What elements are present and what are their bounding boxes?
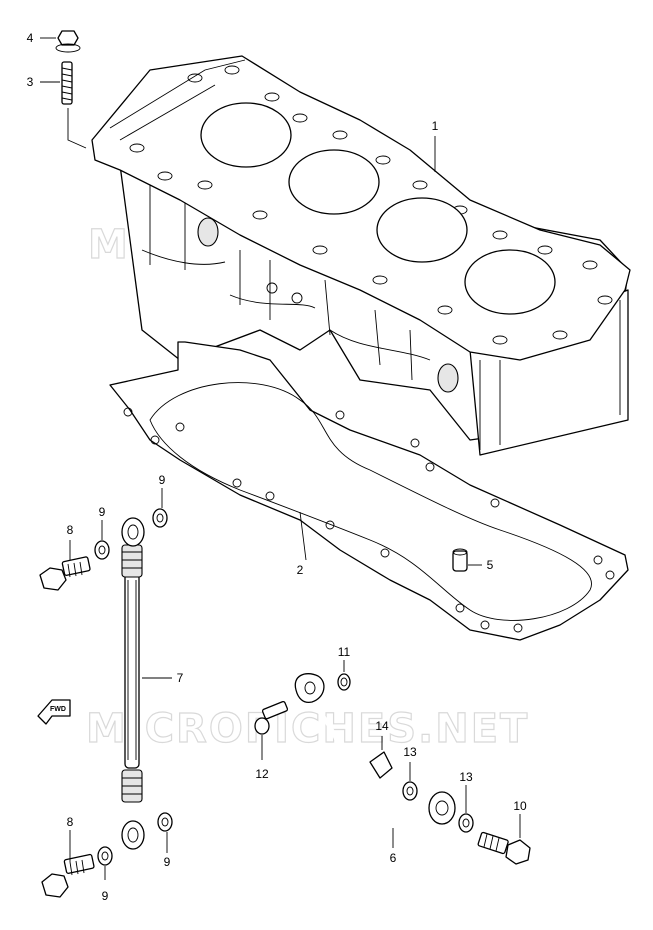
rubber-14 — [369, 751, 393, 779]
dowel-pin — [452, 548, 468, 572]
o-ring-11 — [337, 673, 351, 691]
fwd-label: FWD — [50, 706, 66, 713]
callout-14: 14 — [375, 719, 389, 733]
cylinder-block — [91, 55, 631, 456]
union-bolt-upper — [39, 556, 91, 591]
callout-4: 4 — [27, 31, 34, 45]
callout-8-lower: 8 — [67, 815, 74, 829]
callout-13-a: 13 — [403, 745, 417, 759]
callout-9-d: 9 — [164, 855, 171, 869]
callout-1: 1 — [432, 119, 439, 133]
callout-9-a: 9 — [99, 505, 106, 519]
washers-9 — [94, 508, 173, 866]
callout-7: 7 — [177, 671, 184, 685]
leader-lines — [40, 37, 521, 880]
oil-pipe — [294, 673, 456, 830]
callout-labels: 4 3 1 2 5 7 8 8 9 9 9 9 10 11 12 13 13 1… — [27, 31, 527, 903]
callout-5: 5 — [487, 558, 494, 572]
fwd-arrow-icon: FWD — [37, 699, 71, 725]
flange-nut — [55, 30, 81, 53]
oil-hose — [121, 517, 145, 850]
callout-9-b: 9 — [159, 473, 166, 487]
bolt-12 — [254, 700, 289, 735]
union-bolt-lower — [41, 853, 95, 898]
callout-8-upper: 8 — [67, 523, 74, 537]
callout-13-b: 13 — [459, 770, 473, 784]
watermark-bottom: MICROFICHES.NET — [86, 706, 529, 752]
stud-bolt — [61, 61, 73, 105]
callout-12: 12 — [255, 767, 269, 781]
callout-11: 11 — [338, 645, 351, 659]
callout-6: 6 — [390, 851, 397, 865]
callout-2: 2 — [297, 563, 304, 577]
union-bolt-10 — [477, 831, 531, 865]
callout-3: 3 — [27, 75, 34, 89]
callout-10: 10 — [513, 799, 527, 813]
callout-9-c: 9 — [102, 889, 109, 903]
washers-13 — [402, 781, 474, 833]
base-gasket — [109, 341, 629, 641]
